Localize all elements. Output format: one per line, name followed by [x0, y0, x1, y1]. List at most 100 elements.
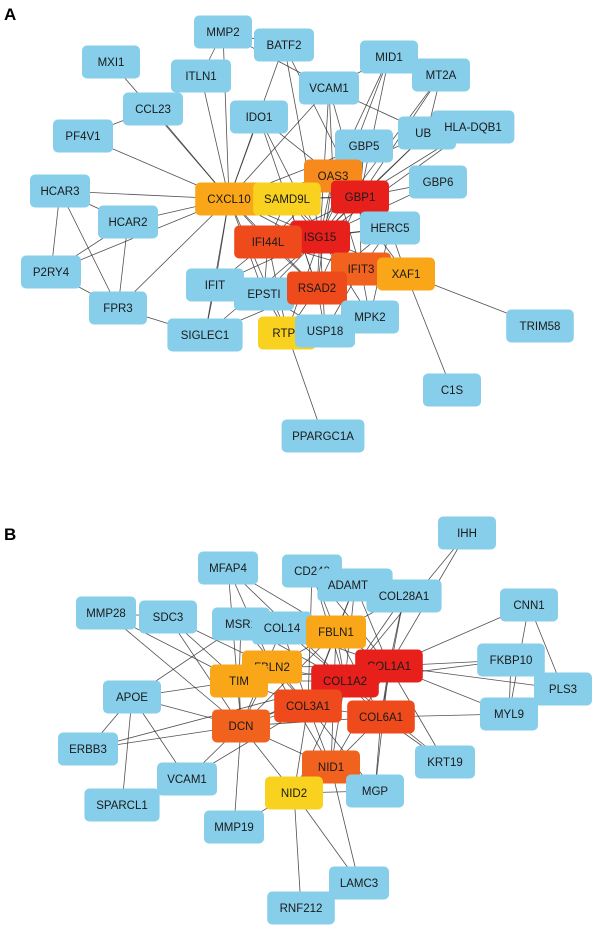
edge-cxcl10-rtp4 [228, 198, 288, 334]
node-label: VCAM1 [167, 774, 207, 786]
node-box [306, 615, 366, 649]
node-ppargc1a: PPARGC1A [281, 419, 365, 453]
node-label: MPK2 [354, 312, 385, 324]
node-box [287, 271, 347, 305]
node-box [431, 110, 515, 144]
node-erbb3: ERBB3 [58, 732, 118, 766]
edge-dcn-mmp19 [233, 725, 242, 828]
node-box [281, 419, 365, 453]
node-box [253, 182, 321, 216]
node-box [103, 680, 161, 714]
edge-cxcl10-fpr3 [117, 198, 230, 309]
node-box [210, 664, 268, 698]
node-herc5: HERC5 [360, 211, 420, 245]
node-label: LAMC3 [340, 878, 378, 890]
node-mfap4: MFAP4 [198, 551, 258, 585]
node-label: MMP28 [86, 608, 126, 620]
node-trim58: TRIM58 [506, 309, 574, 343]
node-box [409, 165, 467, 199]
node-mmp19: MMP19 [204, 810, 264, 844]
node-label: GBP1 [345, 192, 376, 204]
node-ido1: IDO1 [230, 100, 288, 134]
node-label: TIM [229, 676, 249, 688]
node-box [234, 277, 294, 311]
node-box [195, 182, 263, 216]
node-label: NID2 [281, 788, 307, 800]
node-label: IFIT [205, 280, 225, 292]
node-box [341, 300, 399, 334]
node-label: PF4V1 [65, 131, 100, 143]
node-label: MXI1 [98, 57, 125, 69]
node-box [274, 689, 342, 723]
node-box [299, 71, 359, 105]
edge-xaf1-c1s [405, 273, 453, 391]
node-label: HLA-DQB1 [444, 122, 502, 134]
node-label: SPARCL1 [96, 800, 148, 812]
node-label: MYL9 [494, 709, 524, 721]
node-box [506, 309, 574, 343]
node-vcam1a: VCAM1 [299, 71, 359, 105]
node-box [252, 611, 312, 645]
node-cmpk2: MPK2 [341, 300, 399, 334]
node-xaf1: XAF1 [377, 257, 435, 291]
node-box [311, 664, 379, 698]
node-box [477, 643, 545, 677]
node-label: SIGLEC1 [181, 330, 230, 342]
edge-hcar3-fpr3 [59, 190, 119, 309]
node-gbp6: GBP6 [409, 165, 467, 199]
node-label: FPR3 [103, 303, 132, 315]
node-rnf212: RNF212 [267, 891, 335, 925]
node-box [82, 45, 140, 79]
node-apoe: APOE [103, 680, 161, 714]
node-gbp1: GBP1 [331, 180, 389, 214]
node-box [265, 776, 323, 810]
node-box [254, 28, 314, 62]
edge-ido1-isg15 [258, 116, 321, 238]
node-box [412, 58, 470, 92]
node-box [302, 750, 360, 784]
node-box [500, 588, 558, 622]
node-col1a2: COL1A2 [311, 664, 379, 698]
node-mid1: MID1 [360, 40, 418, 74]
node-label: SAMD9L [264, 194, 311, 206]
node-vcam1b: VCAM1 [157, 762, 217, 796]
node-fbln1: FBLN1 [306, 615, 366, 649]
node-label: IFIT3 [348, 264, 375, 276]
node-box [347, 700, 415, 734]
node-label: FKBP10 [490, 655, 533, 667]
node-box [234, 225, 302, 259]
node-hcar2: HCAR2 [98, 205, 158, 239]
edge-mfap4-dcn [227, 567, 242, 727]
node-ihh: IHH [438, 516, 496, 550]
node-box [534, 672, 592, 706]
node-label: OAS3 [318, 171, 349, 183]
node-label: ERBB3 [69, 744, 107, 756]
node-ccl23: CCL23 [123, 92, 183, 126]
node-label: HCAR2 [109, 217, 148, 229]
node-label: GBP5 [349, 141, 380, 153]
node-label: ITLN1 [185, 71, 216, 83]
node-box [331, 180, 389, 214]
edge-nid1-lamc3 [330, 766, 360, 884]
node-label: PPARGC1A [292, 431, 354, 443]
node-label: GBP6 [423, 177, 454, 189]
node-label: MID1 [375, 52, 402, 64]
node-label: MFAP4 [209, 563, 247, 575]
node-label: C1S [441, 385, 464, 397]
edge-cxcl10-vcam1a [228, 87, 330, 200]
node-box [267, 891, 335, 925]
node-p2ry4: P2RY4 [21, 255, 81, 289]
node-label: VCAM1 [309, 83, 349, 95]
edge-cxcl10-mmp2 [222, 31, 230, 200]
edge-cxcl10-siglec1 [204, 198, 230, 336]
panel-a-label: A [4, 5, 16, 24]
node-box [423, 373, 481, 407]
node-label: XAF1 [392, 269, 421, 281]
node-box [171, 59, 231, 93]
node-ifi44l: IFI44L [234, 225, 302, 259]
node-label: HCAR3 [41, 186, 80, 198]
node-box [212, 709, 270, 743]
node-box [346, 774, 404, 808]
node-label: MGP [362, 786, 389, 798]
